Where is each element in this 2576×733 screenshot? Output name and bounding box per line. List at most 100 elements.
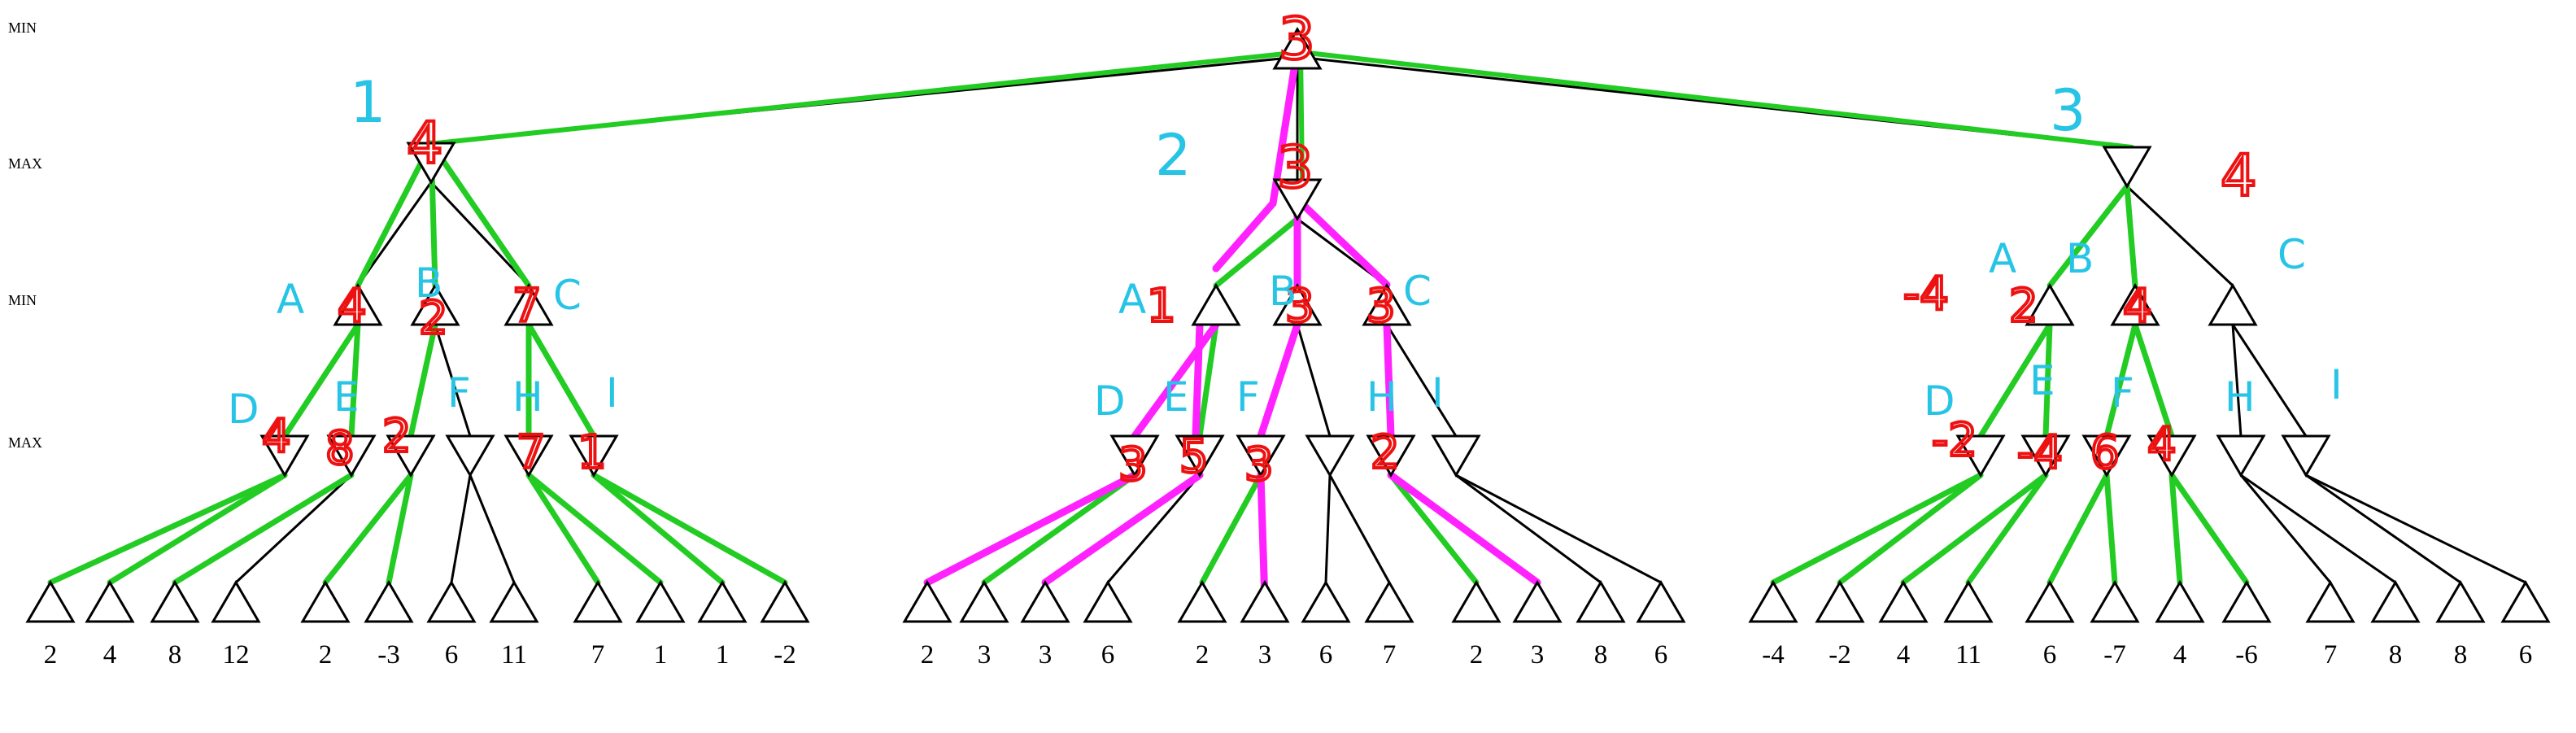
leaf-node [1878,580,1929,623]
leaf-node [2090,580,2140,623]
max-node-level3 [1955,434,2006,478]
leaf-value: 8 [2389,640,2403,670]
node-letter-note: E [333,373,360,421]
node-letter-note: C [2277,231,2306,278]
max-node-level3 [1109,434,1160,478]
visited-edge [2168,472,2250,586]
leaf-value: 8 [1594,640,1608,670]
max3-value-note: 4 [262,410,291,463]
level-label-min-2: MIN [8,292,37,308]
best-path-edge [1383,321,1395,440]
leaf-value: 7 [1383,640,1397,670]
leaf-value: 3 [1531,640,1545,670]
node-letter-note: D [1094,377,1126,425]
leaf-value: 6 [1101,640,1115,670]
leaf-value: 2 [921,640,935,670]
subtree-order-note: 1 [350,69,386,136]
max-node-level1 [1272,178,1323,221]
leaf-value: 3 [1258,640,1272,670]
edge-min-to-max [1385,323,1458,438]
min-node-level2 [1272,283,1323,326]
edge-max-to-min [356,181,433,287]
edge-min-to-max [2231,323,2308,438]
leaf-value: -7 [2103,640,2126,670]
best-path-edge [1293,195,1391,289]
edge-min-to-max [434,323,472,438]
node-letter-note: E [1163,373,1189,421]
max-node-level3 [2216,434,2266,478]
leaf-value: 7 [591,640,605,670]
best-path-edge [1387,471,1541,587]
max3-value-note: 7 [517,426,546,479]
leaf-node [1636,580,1686,623]
leaf-value: 2 [1196,640,1210,670]
min-value-note: 4 [338,280,367,333]
min-node-level2 [2025,283,2075,326]
node-letter-note: A [277,276,304,323]
leaf-value: 3 [1039,640,1053,670]
min-value-note: 1 [1147,280,1176,333]
visited-edge [1900,472,2049,586]
visited-edge [1977,321,2053,439]
leaf-value: 1 [654,640,668,670]
visited-edge [2124,183,2138,289]
edge-max-to-leaf [1454,473,1602,584]
max-node-level1 [2102,146,2152,189]
max-value-note: 3 [1277,134,1314,201]
node-letter-note: I [606,369,618,417]
leaf-node [1512,580,1563,623]
visited-edge [322,472,414,586]
leaf-value: 6 [2043,640,2057,670]
min-node-level2 [503,283,554,326]
edge-max-to-leaf [2239,473,2397,584]
leaf-value: 6 [1319,640,1333,670]
max3-value-note: 4 [2147,418,2177,471]
max3-value-note: 8 [325,422,355,475]
leaf-value: 2 [44,640,58,670]
edge-max-to-min [429,181,530,287]
visited-edge [591,472,788,586]
best-path-edges [923,45,1541,606]
leaf-node [2435,580,2486,623]
edge-max-to-leaf [2304,473,2462,584]
max-node-level3 [2081,434,2132,478]
visited-edge [281,321,361,439]
leaf-node [1815,580,1865,623]
edge-max-to-leaf [1106,473,1201,584]
visited-edge [525,472,601,586]
visited-edge [2103,321,2138,439]
max-node-level3 [2281,434,2331,478]
visited-edge [428,140,532,289]
root-min-node [1272,27,1323,70]
node-letter-note: E [2029,357,2055,404]
edge-max-to-leaf [2304,473,2527,584]
min-node-level2 [2110,283,2160,326]
level-label-max-1: MAX [8,155,42,172]
visited-edge [2132,321,2175,439]
max-value-note: 4 [2221,142,2257,209]
max-node-level3 [326,434,377,478]
leaf-node [635,580,686,623]
max-node-level3 [1236,434,1286,478]
visited-edge [1199,472,1264,586]
node-letter-note: B [1269,268,1297,315]
visited-edge [386,472,414,586]
visited-edge [2042,321,2053,439]
min-value-note: 2 [419,292,448,345]
max-node-level1 [406,142,456,185]
visited-edge [107,472,288,586]
leaf-node [85,580,135,623]
leaf-node [25,580,76,623]
leaf-node [959,580,1009,623]
max3-value-note: 1 [578,426,607,479]
node-letter-note: F [447,369,471,417]
max-node-level3 [259,434,310,478]
leaf-value: 4 [1897,640,1911,670]
node-letter-note: C [1403,268,1432,315]
min-node-level2 [1191,283,1241,326]
node-letter-note: I [2330,361,2343,408]
leaf-value: 11 [1955,640,1981,670]
leaf-node [1020,580,1070,623]
